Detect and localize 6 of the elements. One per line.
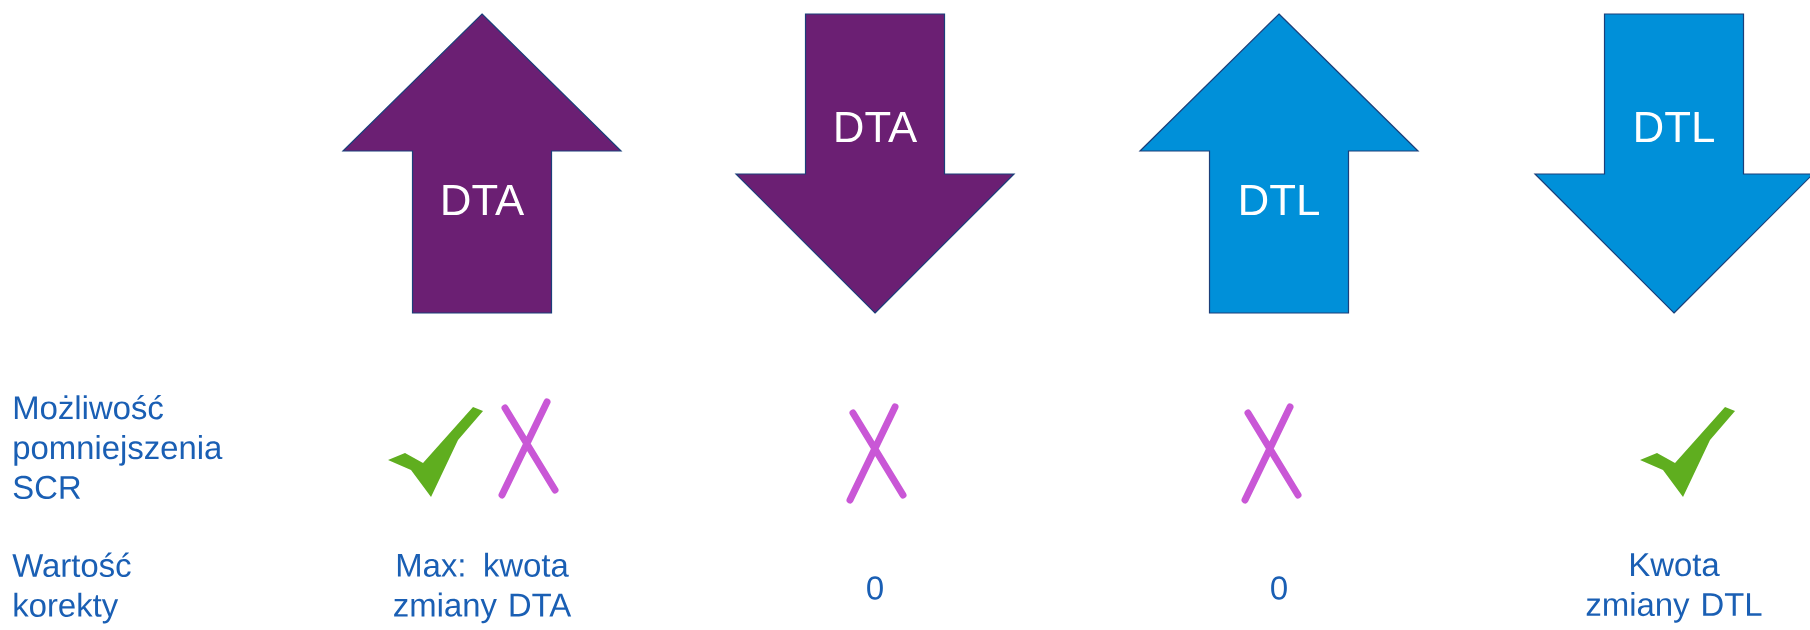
row-label: Wartość korekty: [12, 552, 131, 624]
value-label: Kwota zmiany DTL: [1586, 553, 1762, 623]
row-label: Możliwość pomniejszenia SCR: [13, 394, 223, 500]
value-label: 0: [867, 576, 883, 600]
value-label: 0: [1271, 576, 1287, 600]
value-label: Max: kwota zmiany DTA: [394, 552, 572, 624]
